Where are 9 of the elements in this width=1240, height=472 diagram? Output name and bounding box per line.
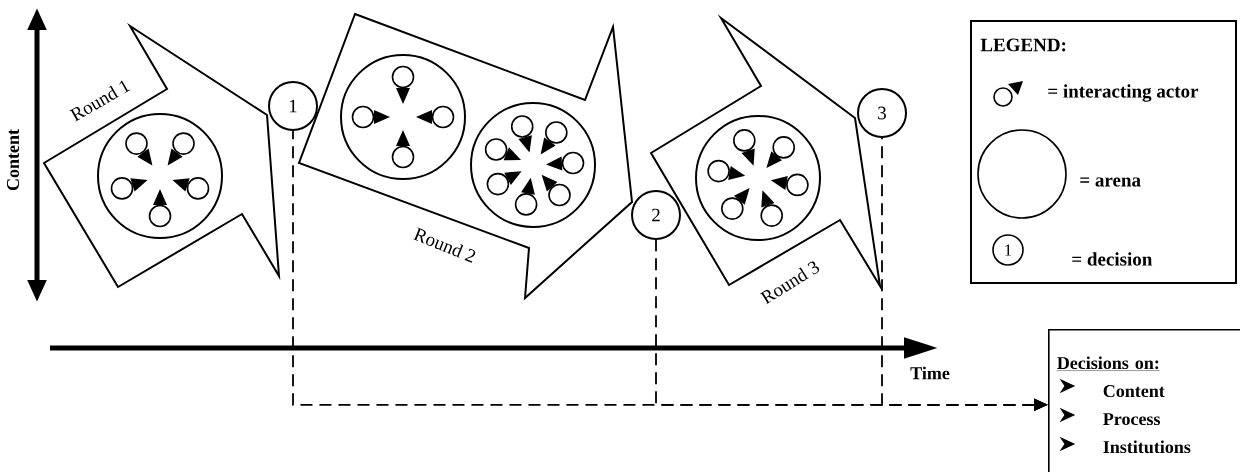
arena-circle — [470, 102, 596, 228]
legend-text: = interacting actor — [1048, 84, 1199, 102]
legend-text: = arena — [1080, 177, 1141, 187]
arena-circle — [695, 115, 821, 241]
legend-text: = decision — [1072, 252, 1153, 266]
arena-circle — [340, 54, 466, 180]
decision-list-box: Decisions on: Content Process Institutions — [1048, 329, 1240, 472]
axis-label: Time — [910, 366, 950, 380]
axis-label: Content — [6, 129, 20, 191]
